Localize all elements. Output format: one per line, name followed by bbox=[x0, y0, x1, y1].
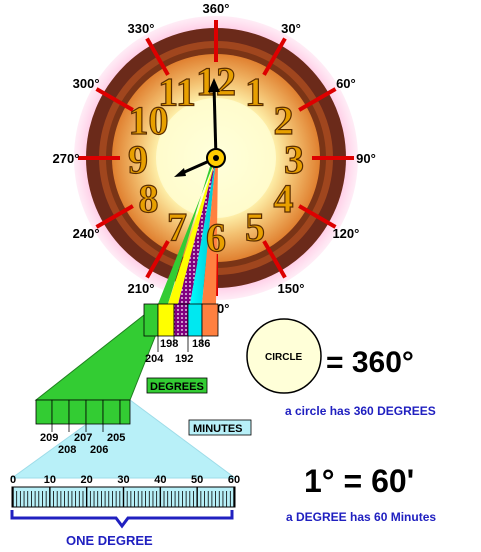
ruler-ticks bbox=[12, 487, 235, 507]
strip-label-205: 205 bbox=[107, 432, 125, 444]
circle-shape bbox=[246, 318, 322, 394]
degrees-tag-box bbox=[146, 377, 208, 394]
one-degree-brace bbox=[10, 510, 234, 529]
strip-label-206: 206 bbox=[90, 444, 108, 456]
degree-label: 240° bbox=[73, 226, 100, 241]
ruler-label: 20 bbox=[81, 474, 93, 486]
clock-numeral: 6 bbox=[206, 215, 226, 260]
strip-one: 204 198 192 186 bbox=[143, 303, 219, 365]
degree-label: 360° bbox=[203, 1, 230, 16]
degree-label: 270° bbox=[53, 151, 80, 166]
strip-box-purple bbox=[173, 303, 189, 337]
degree-tick bbox=[145, 37, 170, 76]
clock-numeral: 2 bbox=[274, 98, 294, 143]
ruler-label: 30 bbox=[117, 474, 129, 486]
clock-numeral: 12 bbox=[196, 59, 236, 104]
circle-equation: = 360° bbox=[326, 346, 414, 379]
strip-two: 209 208 207 206 205 bbox=[35, 399, 131, 456]
degree-label: 150° bbox=[278, 281, 305, 296]
circle-note: a circle has 360 DEGREES bbox=[285, 404, 436, 418]
degree-label: 210° bbox=[128, 281, 155, 296]
strip-label-204: 204 bbox=[145, 353, 164, 365]
one-degree-caption: ONE DEGREE bbox=[66, 533, 153, 548]
clock-numeral: 8 bbox=[138, 176, 158, 221]
green-box bbox=[68, 399, 87, 425]
ruler-label: 10 bbox=[44, 474, 56, 486]
degree-tick bbox=[262, 37, 287, 76]
clock-hub-center bbox=[213, 155, 219, 161]
degree-label: 30° bbox=[281, 21, 301, 36]
clock-numeral: 7 bbox=[167, 205, 187, 250]
green-box bbox=[102, 399, 121, 425]
degree-tick-marks bbox=[78, 20, 354, 296]
degrees-tag: DEGREES bbox=[150, 381, 204, 393]
degree-wedges bbox=[158, 158, 218, 304]
strip-label-186: 186 bbox=[192, 338, 210, 350]
strip-label-192: 192 bbox=[175, 353, 193, 365]
clock-numeral: 11 bbox=[158, 69, 196, 114]
hour-hand-tip bbox=[174, 168, 186, 177]
green-box-last bbox=[119, 399, 131, 425]
degree-label: 330° bbox=[128, 21, 155, 36]
strip-label-209: 209 bbox=[40, 432, 58, 444]
wedge-green bbox=[158, 158, 216, 304]
degree-tick bbox=[95, 87, 134, 112]
degree-tick bbox=[298, 87, 337, 112]
strip-box-orange bbox=[201, 303, 219, 337]
degree-label: 300° bbox=[73, 76, 100, 91]
clock-numeral: 9 bbox=[128, 137, 148, 182]
green-box bbox=[85, 399, 104, 425]
wedge-purple bbox=[178, 158, 216, 304]
minute-hand bbox=[212, 85, 218, 159]
degree-tick bbox=[145, 240, 170, 279]
wedge-orange bbox=[202, 158, 218, 304]
strip-label-208: 208 bbox=[58, 444, 76, 456]
clock-numeral: 1 bbox=[245, 69, 265, 114]
degree-note: a DEGREE has 60 Minutes bbox=[286, 510, 436, 524]
strip-box-cyan bbox=[187, 303, 203, 337]
degree-label: 120° bbox=[332, 226, 359, 241]
degree-equation: 1° = 60' bbox=[304, 463, 414, 499]
degree-tick bbox=[262, 240, 287, 279]
ruler-label: 0 bbox=[10, 474, 16, 486]
ruler-label: 60 bbox=[228, 474, 240, 486]
green-box bbox=[51, 399, 70, 425]
degree-labels: 360°30°60°90°120°150°180°210°240°270°300… bbox=[53, 1, 376, 316]
strip-label-207: 207 bbox=[74, 432, 92, 444]
green-box bbox=[35, 399, 53, 425]
wedge-cyan bbox=[190, 158, 216, 304]
clock-numeral: 5 bbox=[245, 205, 265, 250]
degree-tick bbox=[298, 204, 337, 229]
wedge-yellow bbox=[168, 158, 216, 304]
degree-label: 90° bbox=[356, 151, 376, 166]
clock-numeral: 10 bbox=[128, 98, 168, 143]
clock-numeral: 3 bbox=[284, 137, 304, 182]
strip-box-green bbox=[143, 303, 159, 337]
degree-tick bbox=[95, 204, 134, 229]
strip-label-198: 198 bbox=[160, 338, 178, 350]
minute-hand-tip bbox=[208, 78, 220, 92]
degree-label: 60° bbox=[336, 76, 356, 91]
strip-box-yellow bbox=[157, 303, 175, 337]
ruler-labels: 0 10 20 30 40 50 60 bbox=[10, 474, 240, 486]
ruler-label: 50 bbox=[191, 474, 203, 486]
clock-numeral: 4 bbox=[274, 176, 294, 221]
circle-label: CIRCLE bbox=[265, 352, 303, 363]
minutes-tag: MINUTES bbox=[193, 423, 243, 435]
minutes-tag-box bbox=[188, 419, 252, 436]
ruler-label: 40 bbox=[154, 474, 166, 486]
